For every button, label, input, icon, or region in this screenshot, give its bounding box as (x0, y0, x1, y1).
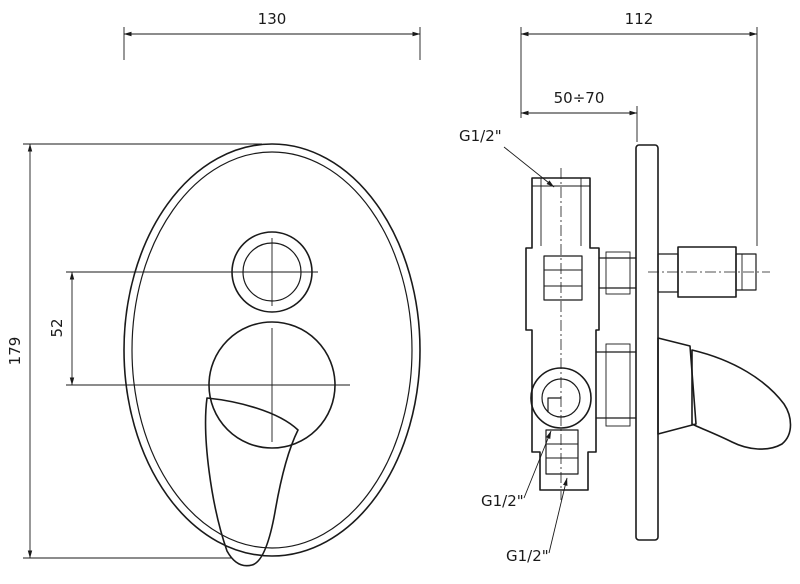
dimension-wall-range-label: 50÷70 (554, 89, 605, 107)
dimension-depth-label: 112 (625, 10, 654, 28)
lever-handle-front (204, 397, 299, 567)
leader-line-outlet (523, 430, 552, 499)
port-outlet-label: G1/2" (481, 492, 524, 510)
side-view (525, 144, 792, 541)
wall-plate-side (635, 144, 659, 541)
escutcheon-plate-inner (131, 151, 413, 549)
valve-body-side (525, 177, 600, 491)
front-view (123, 143, 421, 567)
dimension-centers-front: 52 (48, 271, 350, 386)
dimension-centers-label: 52 (48, 318, 66, 337)
dimension-depth-side: 112 (520, 10, 758, 246)
leader-line-bottom (548, 477, 568, 554)
outlet-port-inner (541, 378, 581, 418)
port-top-label: G1/2" (459, 127, 502, 145)
cartridge-locknut (605, 343, 631, 427)
dimension-width-front: 130 (123, 10, 421, 60)
diverter-knob-tip (735, 253, 757, 291)
dimension-height-front: 179 (6, 143, 262, 559)
dimension-wall-range-side: 50÷70 (520, 89, 638, 142)
mid-fitting (543, 255, 583, 301)
diverter-locknut (605, 251, 631, 295)
escutcheon-plate-outer (123, 143, 421, 557)
port-bottom-label: G1/2" (506, 547, 549, 565)
lever-hub-side (657, 337, 697, 435)
outlet-port-detail (547, 397, 562, 413)
outlet-port-circle (530, 367, 592, 429)
lower-fitting (545, 429, 579, 475)
dimension-height-label: 179 (6, 337, 24, 366)
leader-line-top (503, 146, 555, 188)
dimension-width-label: 130 (258, 10, 287, 28)
diverter-knob-neck (657, 253, 679, 293)
port-labels: G1/2" G1/2" G1/2" (459, 127, 568, 565)
lever-handle-side (691, 349, 792, 450)
